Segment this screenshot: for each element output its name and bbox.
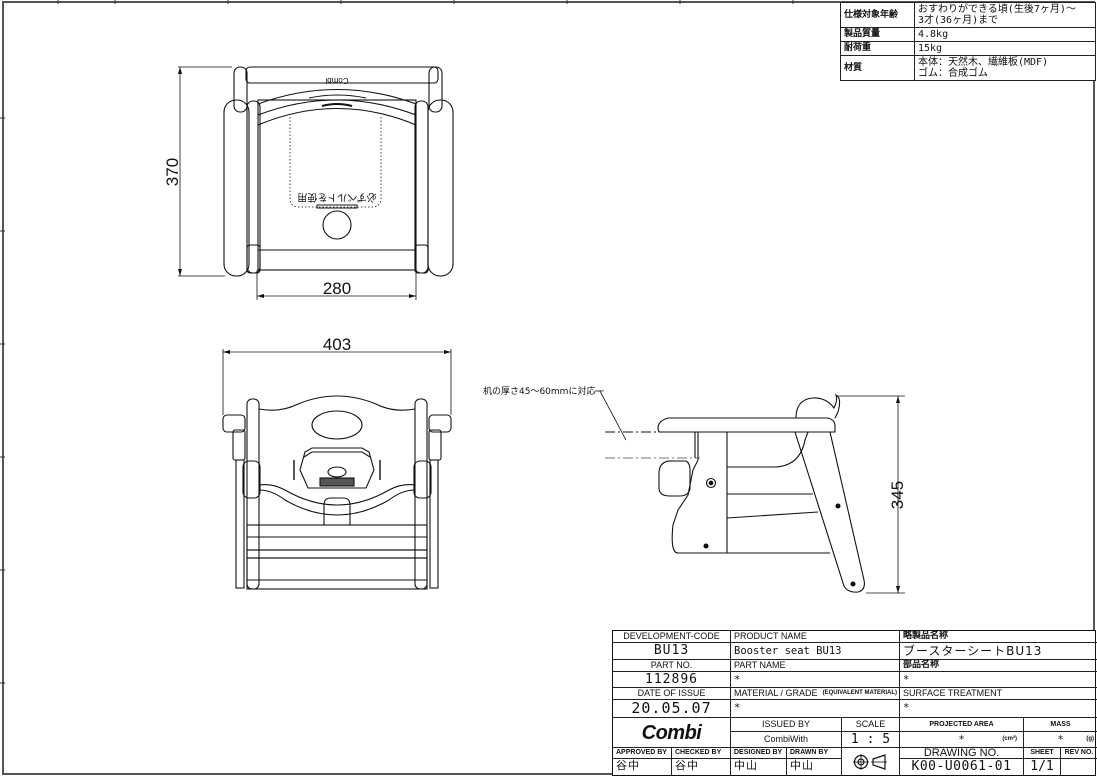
belt-notice: 必ずベルトを使用 [297,191,376,204]
mass-label: MASS [1024,718,1097,732]
spec-row-weight: 製品質量 4.8kg [840,27,1096,42]
title-block: DEVELOPMENT-CODE BU13 PART NO. 112896 DA… [612,630,1097,776]
part-no-value: 112896 [613,672,731,688]
drawing-no-label: DRAWING NO. [900,748,1024,759]
spec-value-line: 本体：天然木、繊維板(MDF) [918,57,1049,68]
material-value: * [731,700,900,718]
dim-403-label: 403 [323,335,351,354]
spec-table: 仕様対象年齢 おすわりができる頃(生後7ヶ月)～ 3才(36ヶ月)まで 製品質量… [840,2,1096,81]
dim-280-label: 280 [323,279,351,298]
rev-no-label: REV NO. [1061,748,1097,759]
projection-symbol [842,748,900,776]
spec-value: おすわりができる頃(生後7ヶ月)～ 3才(36ヶ月)まで [914,2,1096,28]
spec-key: 仕様対象年齢 [840,2,915,28]
part-name-value: * [731,672,900,688]
mass-unit: (g) [1086,736,1094,742]
spec-row-material: 材質 本体：天然木、繊維板(MDF) ゴム：合成ゴム [840,55,1096,81]
checked-by-label: CHECKED BY [672,748,731,759]
dim-370-label: 370 [163,158,182,186]
top-view [178,66,454,300]
spec-value: 15kg [914,41,1096,56]
spec-value-line: 3才(36ヶ月)まで [918,15,999,26]
product-name-label: PRODUCT NAME [731,631,900,643]
spec-key: 耐荷重 [840,41,915,56]
issued-by-value: CombiWith [731,732,842,748]
side-view [595,390,905,594]
part-name-label: PART NAME [731,660,900,672]
zone-ticks-left [0,117,5,684]
dev-code-label: DEVELOPMENT-CODE [613,631,731,643]
projected-area-value: * (cm²) [900,732,1024,748]
projected-area-unit: (cm²) [1002,736,1017,742]
sheet-label: SHEET [1024,748,1061,759]
dev-code-value: BU13 [613,643,731,660]
projected-area-label: PROJECTED AREA [900,718,1024,732]
date-value: 20.05.07 [613,700,731,718]
spec-value: 本体：天然木、繊維板(MDF) ゴム：合成ゴム [914,55,1096,81]
part-name-jp-label: 部品名称 [900,660,1097,672]
spec-value-line: ゴム：合成ゴム [918,68,988,79]
surface-value: * [900,700,1097,718]
third-angle-projection-icon [852,754,887,770]
top-view-logo: Combi [325,76,348,85]
checked-by-value: 谷中 [672,759,731,776]
rev-no-value [1061,759,1097,776]
table-thickness-note: 机の厚さ45～60mmに対応 ─ [483,385,604,397]
spec-value: 4.8kg [914,27,1096,42]
product-name-value: Booster seat BU13 [731,643,900,660]
scale-value: 1 : 5 [842,732,900,748]
drawn-by-value: 中山 [787,759,842,776]
spec-value-line: おすわりができる頃(生後7ヶ月)～ [918,4,1076,15]
front-view [222,349,452,590]
mass-value: * (g) [1024,732,1097,748]
designed-by-value: 中山 [731,759,787,776]
approved-by-value: 谷中 [613,759,672,776]
spec-row-age: 仕様対象年齢 おすわりができる頃(生後7ヶ月)～ 3才(36ヶ月)まで [840,2,1096,28]
spec-row-load: 耐荷重 15kg [840,41,1096,56]
part-no-label: PART NO. [613,660,731,672]
surface-label: SURFACE TREATMENT [900,688,1097,700]
drawing-no-value: K00-U0061-01 [900,759,1024,776]
sheet-value: 1/1 [1024,759,1061,776]
equivalent-material-label: (EQUIVALENT MATERIAL) [822,690,897,696]
date-label: DATE OF ISSUE [613,688,731,700]
approved-by-label: APPROVED BY [613,748,672,759]
designed-by-label: DESIGNED BY [731,748,787,759]
short-product-name-label: 略製品名称 [900,631,1097,643]
material-label: MATERIAL / GRADE (EQUIVALENT MATERIAL) [731,688,900,700]
part-name-jp-value: * [900,672,1097,688]
spec-key: 製品質量 [840,27,915,42]
issued-by-label: ISSUED BY [731,718,842,732]
scale-label: SCALE [842,718,900,732]
spec-key: 材質 [840,55,915,81]
dim-345-label: 345 [888,481,907,509]
short-product-name-value: ブースターシートBU13 [900,643,1097,660]
zone-ticks-top [57,0,794,4]
drawn-by-label: DRAWN BY [787,748,842,759]
company-logo: Combi [613,718,731,748]
